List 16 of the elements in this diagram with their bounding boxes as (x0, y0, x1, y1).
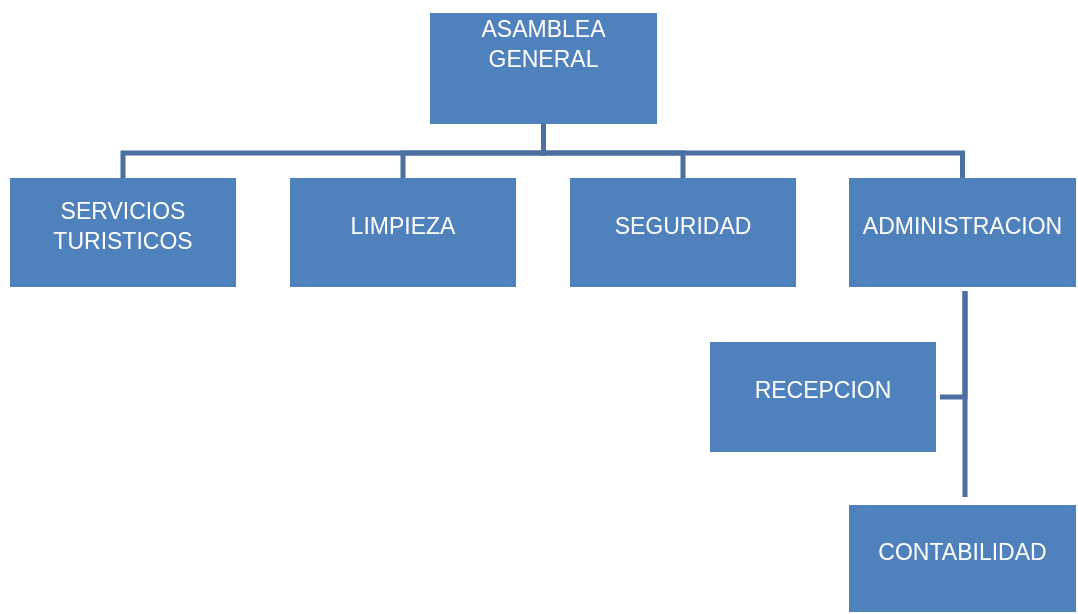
box-label: ASAMBLEA GENERAL (480, 15, 607, 74)
connector-line (541, 124, 965, 178)
org-box (430, 13, 657, 124)
box-label: RECEPCION (754, 376, 892, 406)
box-label: LIMPIEZA (350, 211, 456, 241)
box-label: SERVICIOS TURISTICOS (52, 196, 194, 256)
org-box (849, 505, 1076, 612)
connector-line (962, 291, 968, 497)
box-label: CONTABILIDAD (878, 537, 1047, 567)
box-label: SEGURIDAD (614, 211, 752, 241)
org-box (10, 178, 236, 287)
org-box (849, 178, 1076, 287)
box-label: ADMINISTRACION (862, 211, 1063, 241)
org-box (290, 178, 516, 287)
org-box (710, 342, 936, 452)
org-box (570, 178, 796, 287)
